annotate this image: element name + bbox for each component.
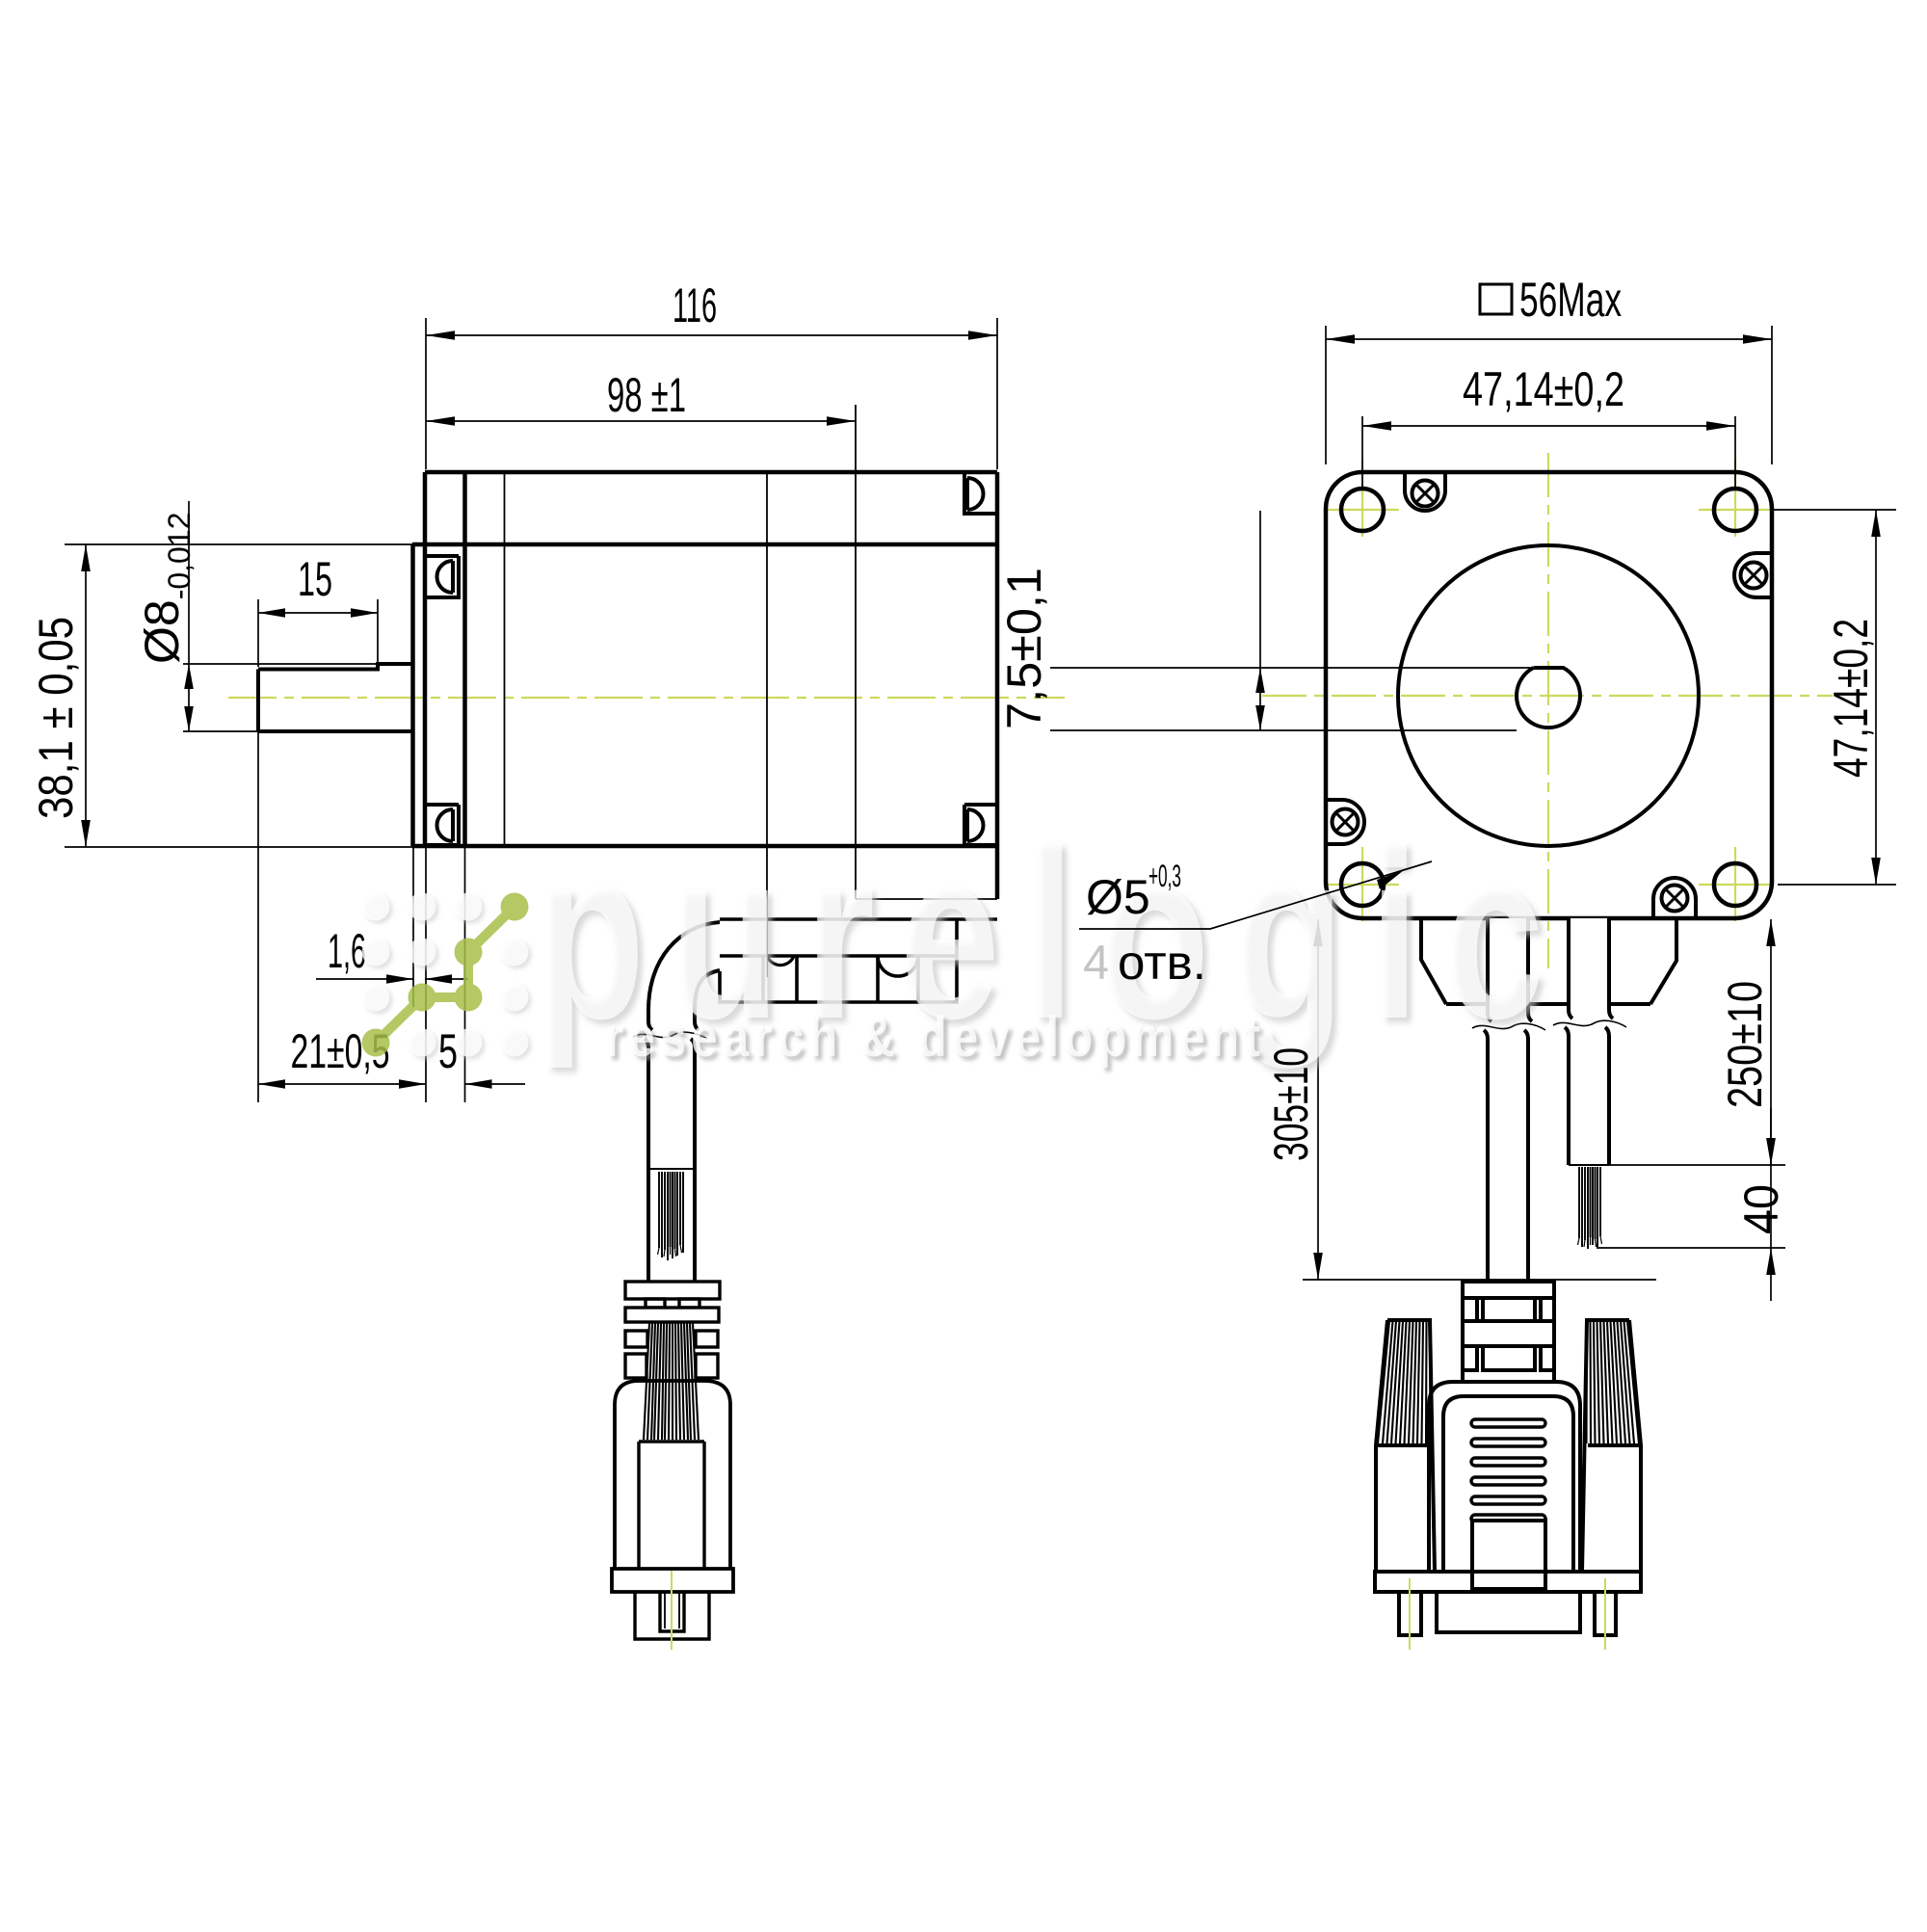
svg-text:research & development: research & development	[605, 1006, 1265, 1069]
svg-text:305±10: 305±10	[1264, 1047, 1318, 1161]
svg-text:7,5±0,1: 7,5±0,1	[997, 568, 1051, 729]
svg-text:purelogic: purelogic	[535, 800, 1569, 1069]
svg-text:40: 40	[1734, 1184, 1788, 1234]
svg-text:отв.: отв.	[1118, 936, 1206, 990]
svg-text:38,1 ± 0,05: 38,1 ± 0,05	[29, 617, 83, 819]
svg-text:+0,3: +0,3	[1148, 859, 1181, 893]
svg-text:250±10: 250±10	[1718, 981, 1772, 1108]
svg-text:98 ±1: 98 ±1	[607, 368, 686, 422]
svg-text:56Max: 56Max	[1519, 273, 1622, 327]
svg-text:purelogic: purelogic	[540, 805, 1573, 1073]
svg-text:Ø5: Ø5	[1086, 870, 1150, 924]
svg-text:47,14±0,2: 47,14±0,2	[1824, 619, 1878, 778]
svg-text:4: 4	[1083, 936, 1110, 990]
svg-text:1,6: 1,6	[328, 924, 366, 978]
svg-text:15: 15	[298, 552, 332, 606]
svg-text:5: 5	[438, 1024, 458, 1078]
svg-text:research & development: research & development	[609, 1010, 1269, 1072]
svg-text:116: 116	[673, 278, 717, 332]
svg-text:47,14±0,2: 47,14±0,2	[1463, 362, 1624, 416]
